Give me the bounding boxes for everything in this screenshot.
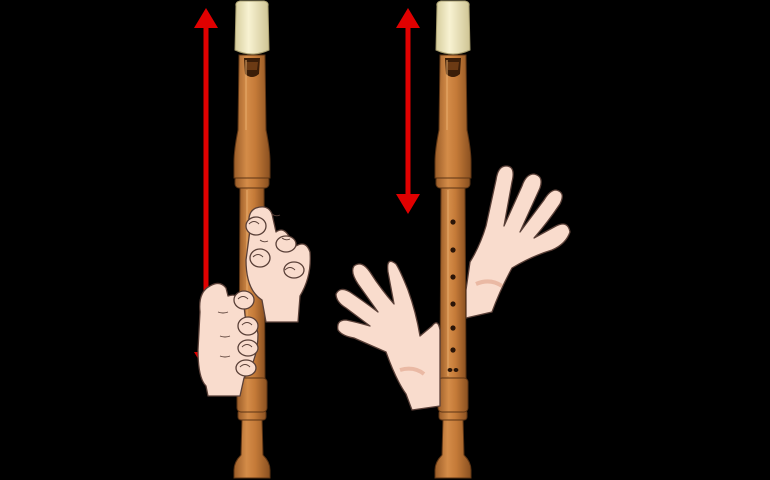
upper-hand-open — [465, 165, 571, 319]
upper-joint-arrow — [396, 8, 420, 214]
upper-hand-gripping — [245, 206, 311, 323]
recorder-with-hands-covering-holes — [194, 0, 311, 479]
lower-hand-gripping — [197, 282, 259, 397]
lower-hand-open — [335, 260, 441, 411]
recorder-with-hands-open — [335, 0, 571, 479]
